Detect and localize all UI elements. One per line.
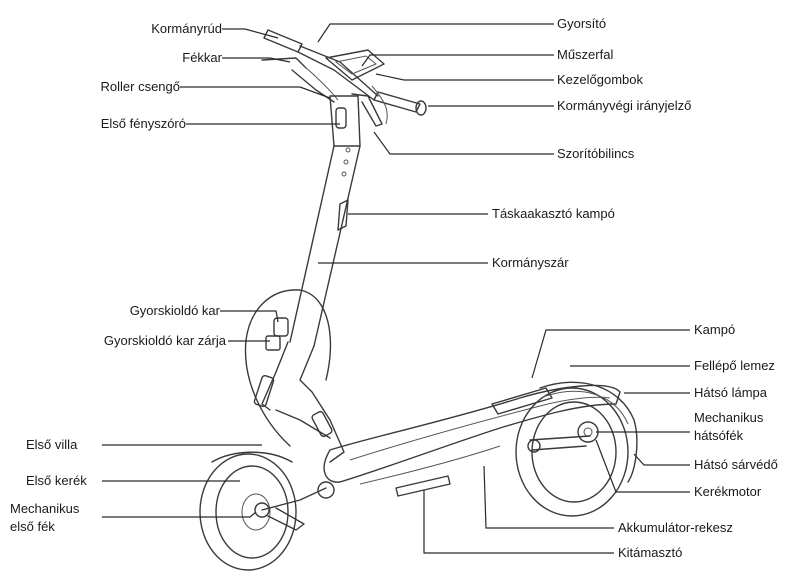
dashboard: [325, 49, 385, 81]
label-roller-csengo: Roller csengő: [101, 79, 181, 94]
label-szoritobilincs: Szorítóbilincs: [557, 146, 635, 161]
label-gyorsito: Gyorsító: [557, 16, 606, 31]
right-grip: [373, 91, 421, 113]
label-kormanyrud: Kormányrúd: [151, 21, 222, 36]
bar-end-indicator: [415, 100, 427, 116]
label-elso-kerek: Első kerék: [26, 473, 87, 488]
brake-lever-shape: [261, 57, 335, 103]
label-fellepo-lemez: Fellépő lemez: [694, 358, 775, 373]
deck: [323, 384, 621, 483]
label-mech-elso-2: első fék: [10, 519, 55, 534]
label-muszerfal: Műszerfal: [557, 47, 613, 62]
label-kampo: Kampó: [694, 322, 735, 337]
label-hatso-lampa: Hátsó lámpa: [694, 385, 768, 400]
steering-stem: [289, 145, 361, 347]
rear-wheel-shape: [515, 387, 629, 517]
label-mech-elso-1: Mechanikus: [10, 501, 80, 516]
label-mech-hatso-1: Mechanikus: [694, 410, 764, 425]
label-taskaakaszto: Táskaakasztó kampó: [492, 206, 615, 221]
quick-release-latch-shape: [265, 335, 281, 351]
front-wheel-shape: [199, 453, 335, 571]
label-kormanyszar: Kormányszár: [492, 255, 569, 270]
label-elso-villa: Első villa: [26, 437, 78, 452]
label-gyorskioldo-kar: Gyorskioldó kar: [130, 303, 221, 318]
label-kerekmotor: Kerékmotor: [694, 484, 762, 499]
headlight-shape: [335, 107, 347, 129]
label-gyorskioldo-kar-zarja: Gyorskioldó kar zárja: [104, 333, 227, 348]
kickstand-shape: [395, 475, 451, 497]
label-mech-hatso-2: hátsófék: [694, 428, 744, 443]
labels: Kormányrúd Fékkar Roller csengő Első fén…: [10, 16, 778, 560]
lower-stem: [261, 341, 345, 463]
label-fekkar: Fékkar: [182, 50, 222, 65]
label-elso-fenyszoro: Első fényszóró: [101, 116, 186, 131]
foot-plate: [491, 387, 553, 415]
bag-hook-shape: [337, 199, 349, 231]
quick-release-lever-shape: [273, 317, 289, 337]
folding-loop: [244, 289, 332, 447]
leader-lines: [102, 23, 690, 554]
label-akkumulator: Akkumulátor-rekesz: [618, 520, 733, 535]
label-hatso-sarvedo: Hátsó sárvédő: [694, 457, 778, 472]
handlebar-tube: [297, 45, 379, 101]
scooter-drawing: [199, 29, 638, 571]
label-kormanyvegi: Kormányvégi irányjelző: [557, 98, 691, 113]
label-kitamaszto: Kitámasztó: [618, 545, 682, 560]
left-grip: [263, 29, 303, 53]
stem-head: [329, 95, 361, 147]
label-kezelogombok: Kezelőgombok: [557, 72, 643, 87]
